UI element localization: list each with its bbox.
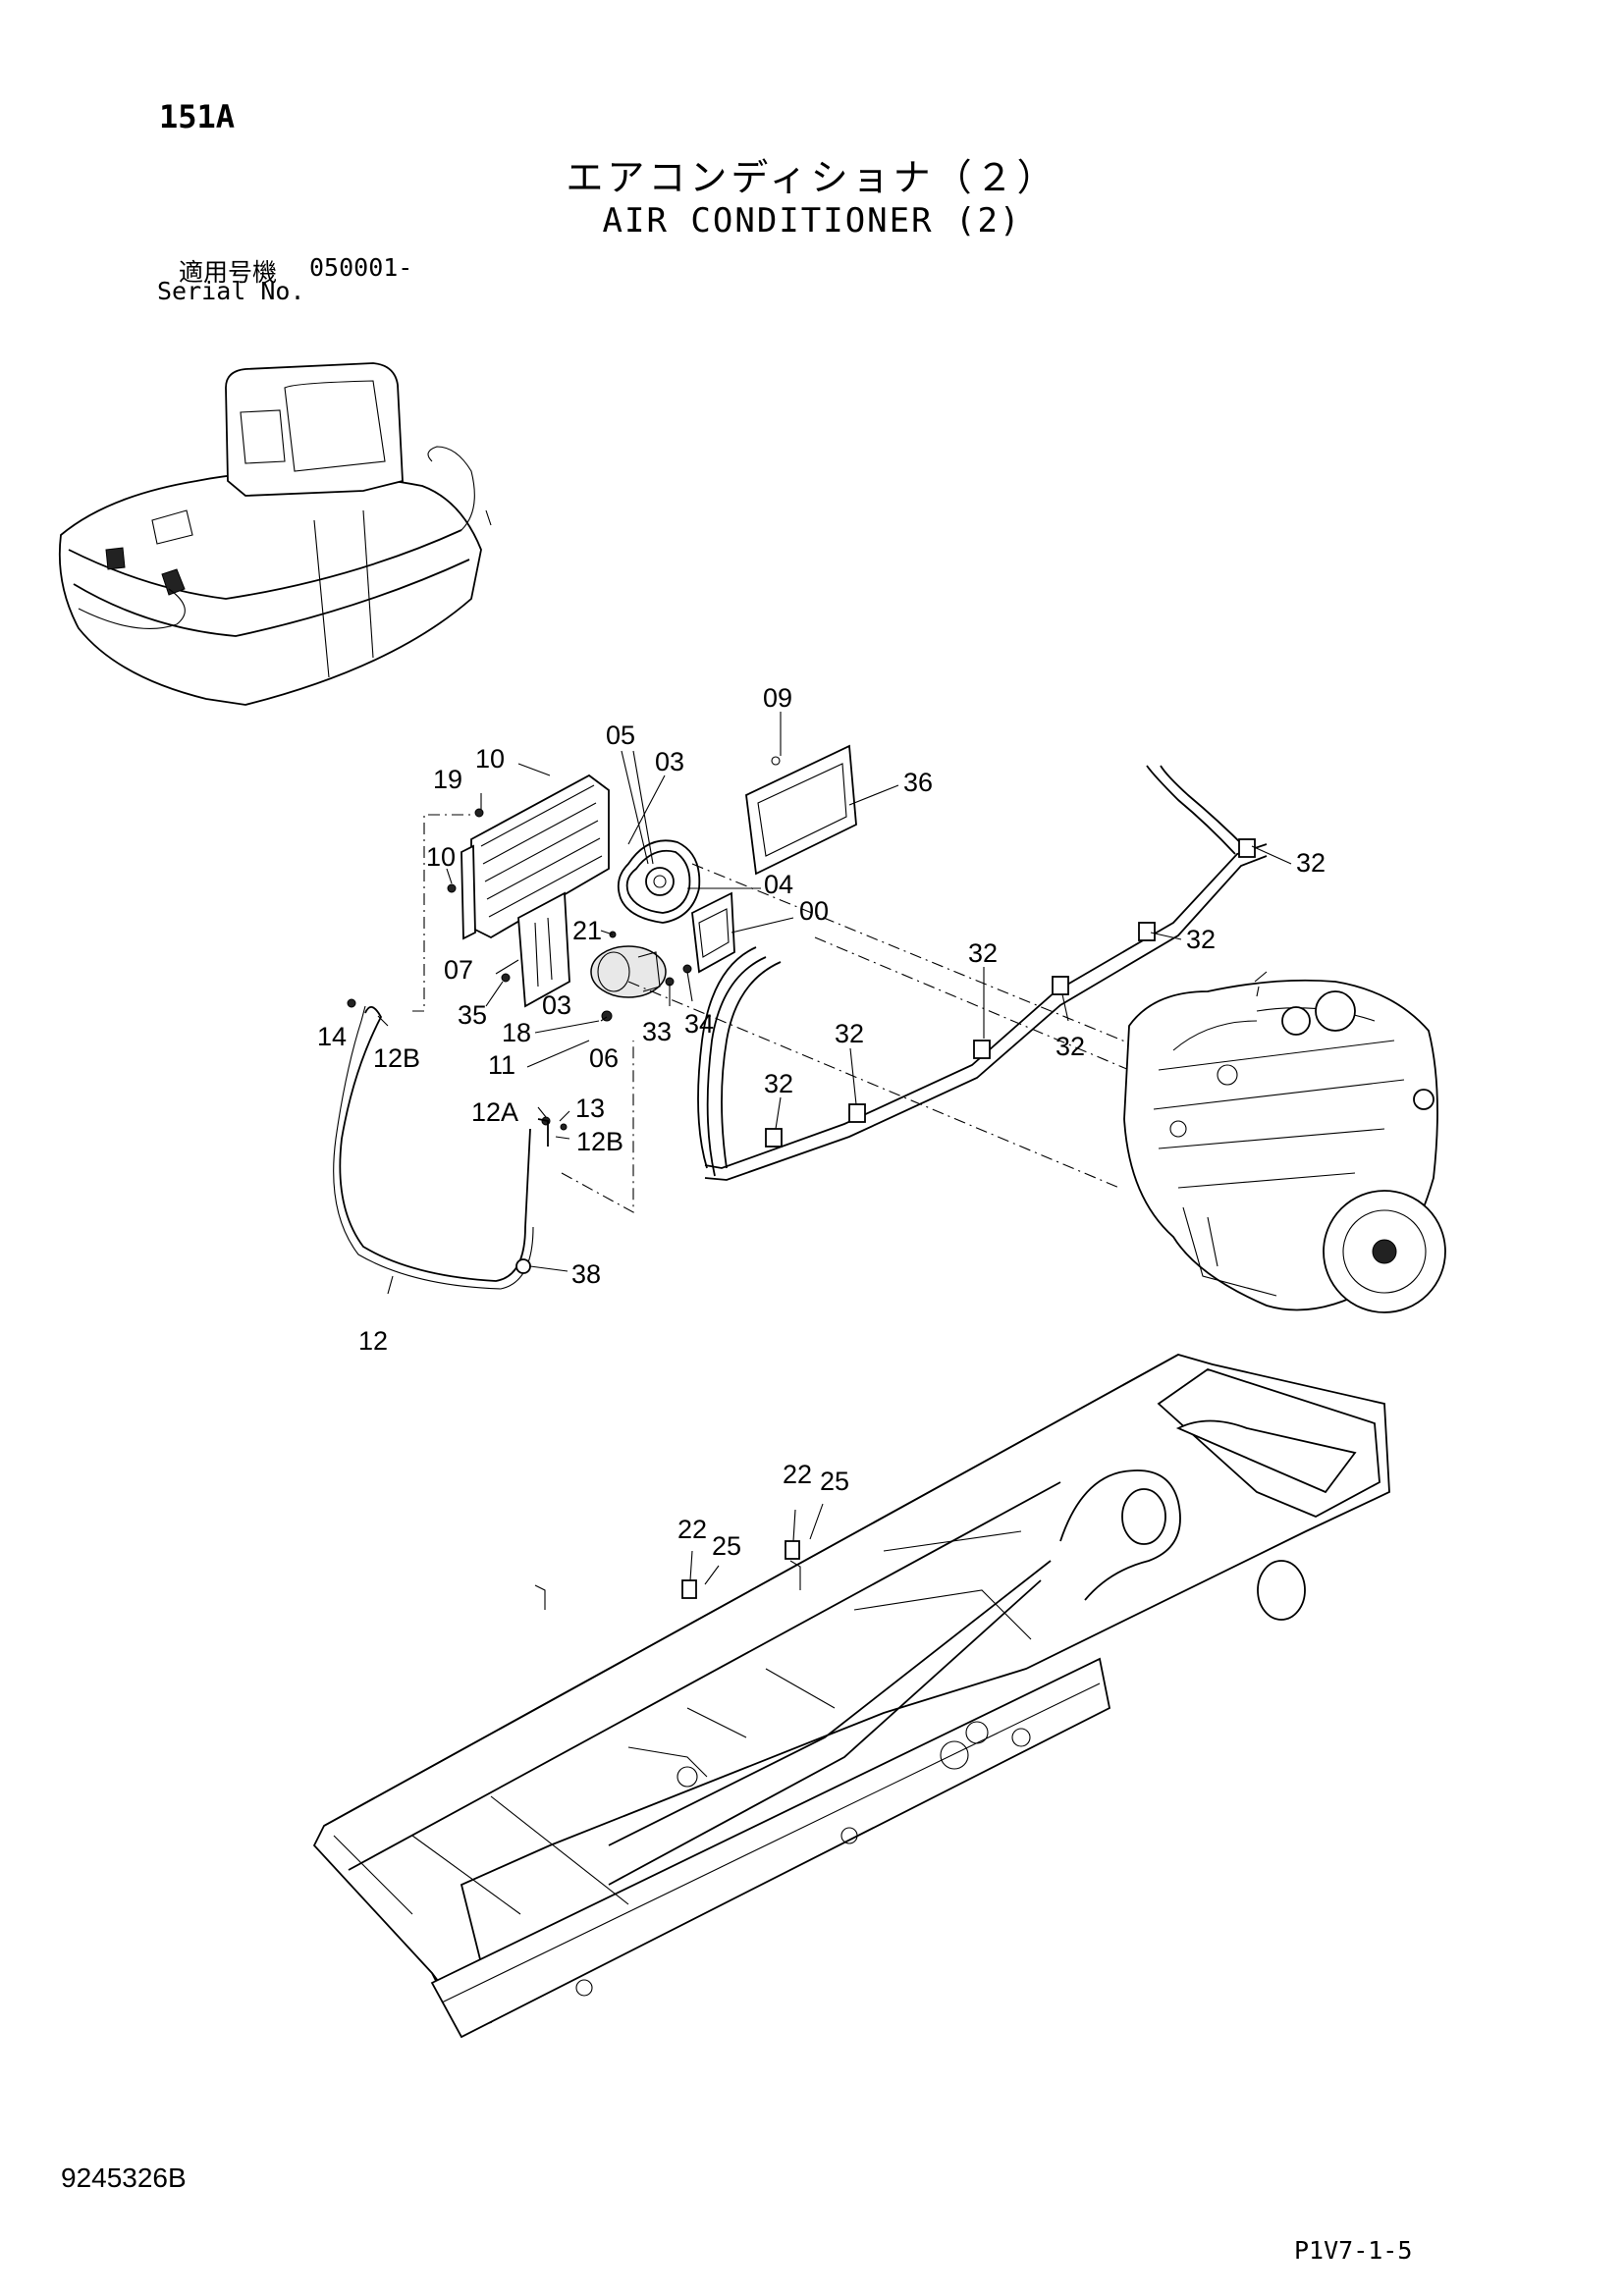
machine-overview-illustration <box>58 362 492 706</box>
callout-32: 32 <box>1056 1032 1085 1061</box>
callout-38: 38 <box>571 1259 601 1289</box>
callout-32: 32 <box>1186 925 1216 954</box>
callout-10: 10 <box>426 842 456 872</box>
callout-36: 36 <box>903 768 933 797</box>
callout-32: 32 <box>835 1019 864 1048</box>
callout-18: 18 <box>502 1018 531 1047</box>
callout-32: 32 <box>968 938 998 968</box>
callout-25: 25 <box>820 1467 849 1496</box>
title-japanese: エアコンディショナ（２） <box>566 156 1058 199</box>
cover-plate <box>745 744 857 876</box>
callout-12B: 12B <box>373 1043 420 1073</box>
callout-32: 32 <box>1296 848 1326 878</box>
callout-14: 14 <box>317 1022 347 1051</box>
callout-12B: 12B <box>576 1127 623 1156</box>
compressor-bracket <box>691 891 735 974</box>
callout-05: 05 <box>606 721 635 750</box>
title-english: AIR CONDITIONER (2) <box>602 201 1022 240</box>
compressor <box>590 945 667 998</box>
callout-22: 22 <box>783 1460 812 1489</box>
callout-19: 19 <box>433 765 462 794</box>
callout-03: 03 <box>542 990 571 1020</box>
callout-32: 32 <box>764 1069 793 1098</box>
callout-06: 06 <box>589 1043 619 1073</box>
callout-09: 09 <box>763 683 792 713</box>
serial-label-english: Serial No. <box>157 277 305 305</box>
callout-07: 07 <box>444 955 473 985</box>
callout-33: 33 <box>642 1017 672 1046</box>
main-frame-illustration <box>312 1354 1390 2039</box>
callout-10: 10 <box>475 744 505 774</box>
callout-labels: 09 05 03 10 19 36 10 04 00 21 07 35 03 1… <box>317 683 1326 1561</box>
leader-lines <box>360 712 1292 1585</box>
callout-13: 13 <box>575 1094 605 1123</box>
callout-00: 00 <box>799 896 829 926</box>
callout-12: 12 <box>358 1326 388 1356</box>
callout-03: 03 <box>655 747 684 776</box>
page-reference: P1V7-1-5 <box>1294 2236 1413 2265</box>
condenser-assembly <box>460 774 610 1008</box>
callout-34: 34 <box>684 1009 714 1039</box>
callout-21: 21 <box>572 916 602 945</box>
drawing-number: 9245326B <box>61 2163 187 2193</box>
serial-range: 050001- <box>309 253 413 282</box>
page-code: 151A <box>159 98 236 135</box>
callout-12A: 12A <box>471 1097 518 1127</box>
callout-35: 35 <box>458 1000 487 1030</box>
serial-label-japanese: 適用号機 <box>179 258 278 287</box>
compressor-belt <box>617 839 701 924</box>
callout-11: 11 <box>488 1050 515 1080</box>
callout-22: 22 <box>677 1515 707 1544</box>
engine-illustration <box>1123 971 1446 1313</box>
callout-25: 25 <box>712 1531 741 1561</box>
hose-12 <box>333 1006 549 1290</box>
callout-04: 04 <box>764 870 793 899</box>
pipe-run <box>697 765 1268 1181</box>
